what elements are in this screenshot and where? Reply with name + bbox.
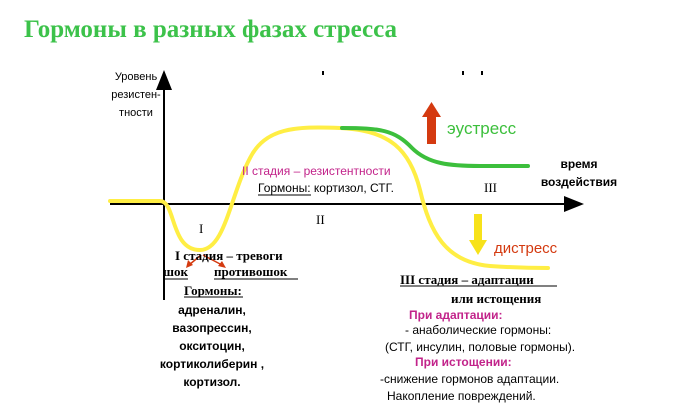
stage1-hormone-item: адреналин,	[178, 303, 246, 317]
shock-arrow-icon	[186, 254, 202, 268]
stage1-shock: шок	[163, 264, 188, 279]
stage2-hormones-text: кортизол, СТГ.	[310, 181, 394, 195]
distress-label: дистресс	[494, 240, 558, 257]
stage1-antishock: противошок	[214, 264, 288, 279]
stage2-hormones: Гормоны: кортизол, СТГ.	[258, 181, 394, 195]
stray-mark	[322, 71, 324, 75]
page-title: Гормоны в разных фазах стресса	[24, 16, 398, 43]
stage2-title: II стадия – резистентности	[242, 164, 391, 178]
adaptation-line: (СТГ, инсулин, половые гормоны).	[385, 340, 576, 354]
x-axis-label: время воздействия	[540, 157, 618, 189]
stage2-hormones-label: Гормоны:	[258, 181, 311, 195]
exhaustion-title: При истощении:	[415, 355, 512, 369]
stage1-hormone-item: вазопрессин,	[172, 321, 252, 335]
stage1-title: I стадия – тревоги	[175, 248, 283, 263]
stage1-hormone-item: окситоцин,	[179, 339, 245, 353]
phase-2-numeral: II	[316, 212, 325, 227]
resistance-curve	[108, 125, 550, 270]
stage1-hormone-item: кортиколиберин ,	[159, 357, 265, 371]
stage1-hormones-title: Гормоны:	[184, 283, 242, 298]
y-axis-label: Уровень резистен- тности	[111, 71, 161, 119]
eustress-arrow-icon	[422, 102, 441, 144]
stage3-title-line1: III стадия – адаптации	[400, 272, 534, 287]
exhaustion-line: -снижение гормонов адаптации.	[380, 372, 560, 386]
eustress-label: эустресс	[447, 119, 517, 138]
stage3-title-line2: или истощения	[451, 291, 542, 306]
exhaustion-line: Накопление повреждений.	[387, 389, 536, 403]
phase-3-numeral: III	[484, 180, 497, 195]
stray-mark	[462, 71, 464, 75]
phase-1-numeral: I	[199, 221, 204, 236]
adaptation-line: - анаболические гормоны:	[405, 323, 552, 337]
antishock-arrow-icon	[202, 254, 226, 268]
adaptation-title: При адаптации:	[409, 308, 503, 322]
stray-mark	[481, 71, 483, 75]
eustress-curve	[340, 126, 530, 168]
stage1-hormone-item: кортизол.	[183, 375, 241, 389]
distress-arrow-icon	[469, 214, 487, 255]
stage1-hormone-list: адреналин, вазопрессин, окситоцин, корти…	[146, 301, 278, 391]
